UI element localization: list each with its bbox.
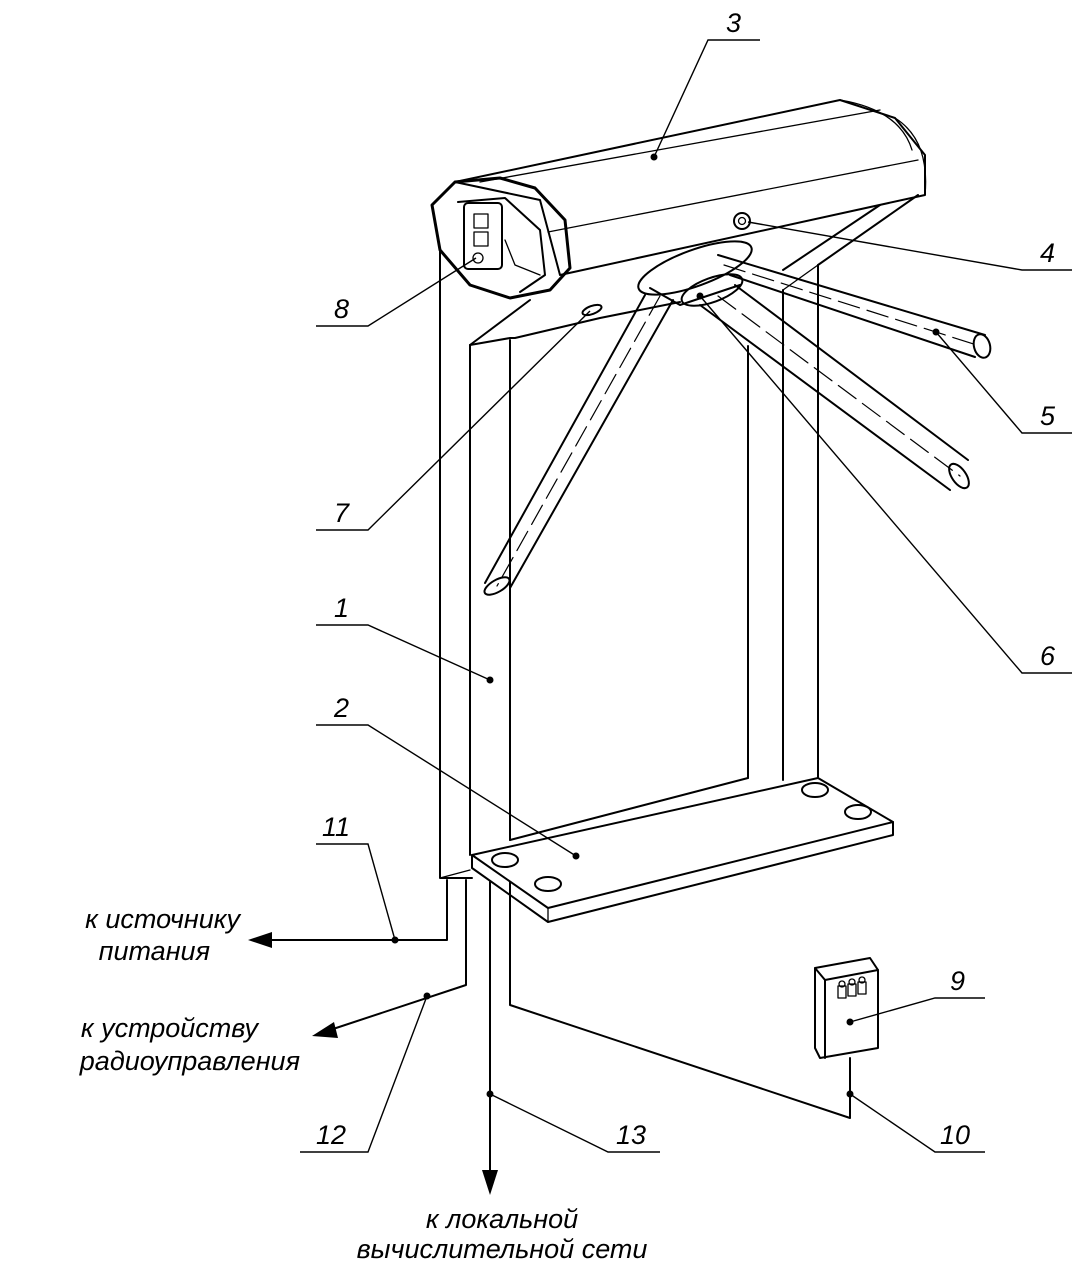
barrier-bars <box>483 254 992 596</box>
network-caption-line2: вычислительной сети <box>357 1234 648 1263</box>
rotor-hub <box>637 240 753 307</box>
callout-8: 8 <box>334 294 349 324</box>
indicator-block <box>430 176 572 300</box>
sensor <box>733 212 751 230</box>
power-caption-line1: к источнику <box>85 904 241 934</box>
radio-caption-line1: к устройству <box>81 1013 260 1043</box>
callout-10: 10 <box>940 1120 970 1150</box>
callout-13: 13 <box>616 1120 646 1150</box>
network-caption-line1: к локальной <box>426 1204 578 1234</box>
callout-12: 12 <box>316 1120 346 1150</box>
callout-3: 3 <box>726 8 741 38</box>
callout-1: 1 <box>334 593 349 623</box>
power-caption-line2: питания <box>99 936 210 966</box>
callout-6: 6 <box>1040 641 1056 671</box>
callout-7: 7 <box>334 498 350 528</box>
callout-5: 5 <box>1040 401 1056 431</box>
remote-control-panel <box>814 957 879 1059</box>
callout-11: 11 <box>322 812 350 842</box>
top-housing <box>454 99 927 276</box>
cable-captions: к источнику питания к устройству радиоуп… <box>79 904 648 1263</box>
cables <box>248 879 851 1195</box>
callout-9: 9 <box>950 966 965 996</box>
callout-2: 2 <box>333 693 349 723</box>
emergency-unlock <box>581 303 603 317</box>
base-plate <box>471 777 894 923</box>
leader-lines <box>300 39 1072 1153</box>
callout-4: 4 <box>1040 238 1055 268</box>
callout-numbers: 1 2 3 4 5 6 7 8 9 10 11 12 13 <box>316 8 1056 1150</box>
radio-caption-line2: радиоуправления <box>79 1046 300 1076</box>
